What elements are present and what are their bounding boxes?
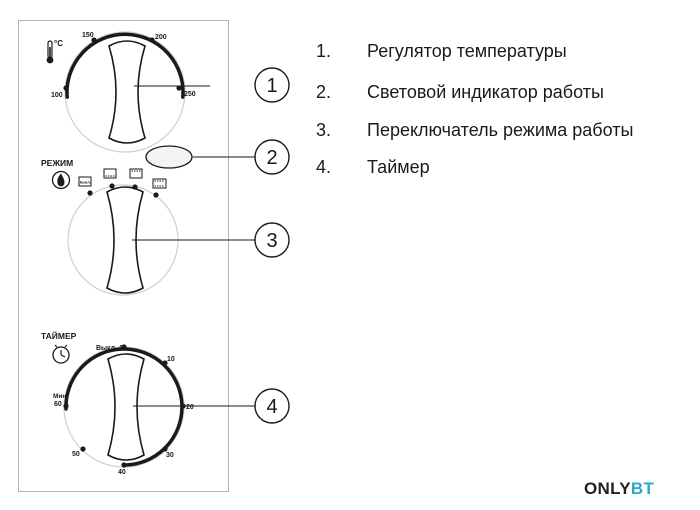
timer-dot-60 bbox=[63, 403, 69, 409]
callout-number: 1 bbox=[266, 75, 277, 97]
tick-dot bbox=[91, 37, 97, 43]
top-bottom-heat-icon bbox=[152, 178, 167, 189]
timer-label-30: 30 bbox=[166, 452, 174, 459]
timer-label-20: 20 bbox=[186, 404, 194, 411]
timer-title: ТАЙМЕР bbox=[41, 330, 77, 341]
mode-knob[interactable] bbox=[67, 183, 255, 296]
operation-indicator-light bbox=[145, 145, 193, 169]
mode-dot-3 bbox=[153, 192, 159, 198]
callout-4: 4 bbox=[254, 388, 290, 424]
brand-logo: ONLYBT bbox=[584, 479, 654, 499]
tick-dot bbox=[176, 85, 182, 91]
timer-off-label: Выкл.-0 bbox=[96, 345, 123, 352]
legend-number-3: 3. bbox=[316, 120, 332, 140]
tick-dot bbox=[149, 37, 155, 43]
brand-logo-part2: BT bbox=[630, 479, 655, 498]
flame-icon bbox=[51, 170, 71, 190]
temp-label-150: 150 bbox=[82, 32, 94, 39]
mode-dot-2 bbox=[132, 184, 138, 190]
mode-dot-off bbox=[87, 190, 93, 196]
timer-knob[interactable] bbox=[63, 344, 255, 468]
top-heat-icon bbox=[129, 168, 143, 179]
legend-label-3: Переключатель режима работы bbox=[367, 120, 634, 140]
timer-label-60: 60 bbox=[54, 401, 62, 408]
mode-title: РЕЖИМ bbox=[41, 158, 73, 168]
mode-off-label: Выкл. bbox=[80, 181, 91, 185]
control-panel bbox=[18, 20, 229, 492]
thermometer-icon bbox=[46, 40, 54, 64]
temp-label-100: 100 bbox=[51, 92, 63, 99]
temp-label-200: 200 bbox=[155, 34, 167, 41]
timer-label-40: 40 bbox=[118, 469, 126, 476]
timer-dot-10 bbox=[162, 360, 168, 366]
temperature-knob[interactable]: 100 150 200 250 bbox=[51, 31, 210, 153]
callout-2: 2 bbox=[254, 139, 290, 175]
timer-knob-grip bbox=[107, 353, 145, 461]
legend-label-4: Таймер bbox=[367, 157, 430, 177]
legend-number-4: 4. bbox=[316, 157, 332, 177]
timer-dot-50 bbox=[80, 446, 86, 452]
bottom-heat-icon bbox=[103, 168, 117, 179]
timer-label-10: 10 bbox=[167, 356, 175, 363]
timer-label-50: 50 bbox=[72, 451, 80, 458]
timer-dot-0 bbox=[121, 344, 127, 350]
legend-label-2: Световой индикатор работы bbox=[367, 82, 604, 102]
temp-label-250: 250 bbox=[184, 91, 196, 98]
timer-dot-40 bbox=[121, 462, 127, 468]
brand-logo-part1: ONLY bbox=[584, 479, 631, 498]
callout-number: 4 bbox=[266, 396, 277, 418]
legend-number-1: 1. bbox=[316, 41, 332, 61]
callout-3: 3 bbox=[254, 222, 290, 258]
timer-dot-20 bbox=[180, 403, 186, 409]
timer-dot-30 bbox=[162, 446, 168, 452]
callout-1: 1 bbox=[254, 67, 290, 103]
timer-min-label: Мин. bbox=[53, 393, 68, 400]
temperature-knob-grip bbox=[108, 40, 146, 144]
legend-number-2: 2. bbox=[316, 82, 332, 102]
callout-number: 3 bbox=[266, 230, 277, 252]
callout-number: 2 bbox=[266, 147, 277, 169]
off-mode-label: Выкл. bbox=[78, 176, 92, 187]
tick-dot bbox=[63, 85, 69, 91]
clock-icon bbox=[52, 344, 70, 364]
temperature-scale-arc bbox=[65, 32, 185, 99]
legend-label-1: Регулятор температуры bbox=[367, 41, 567, 61]
mode-dot-1 bbox=[109, 183, 115, 189]
temperature-unit: °C bbox=[54, 39, 63, 48]
